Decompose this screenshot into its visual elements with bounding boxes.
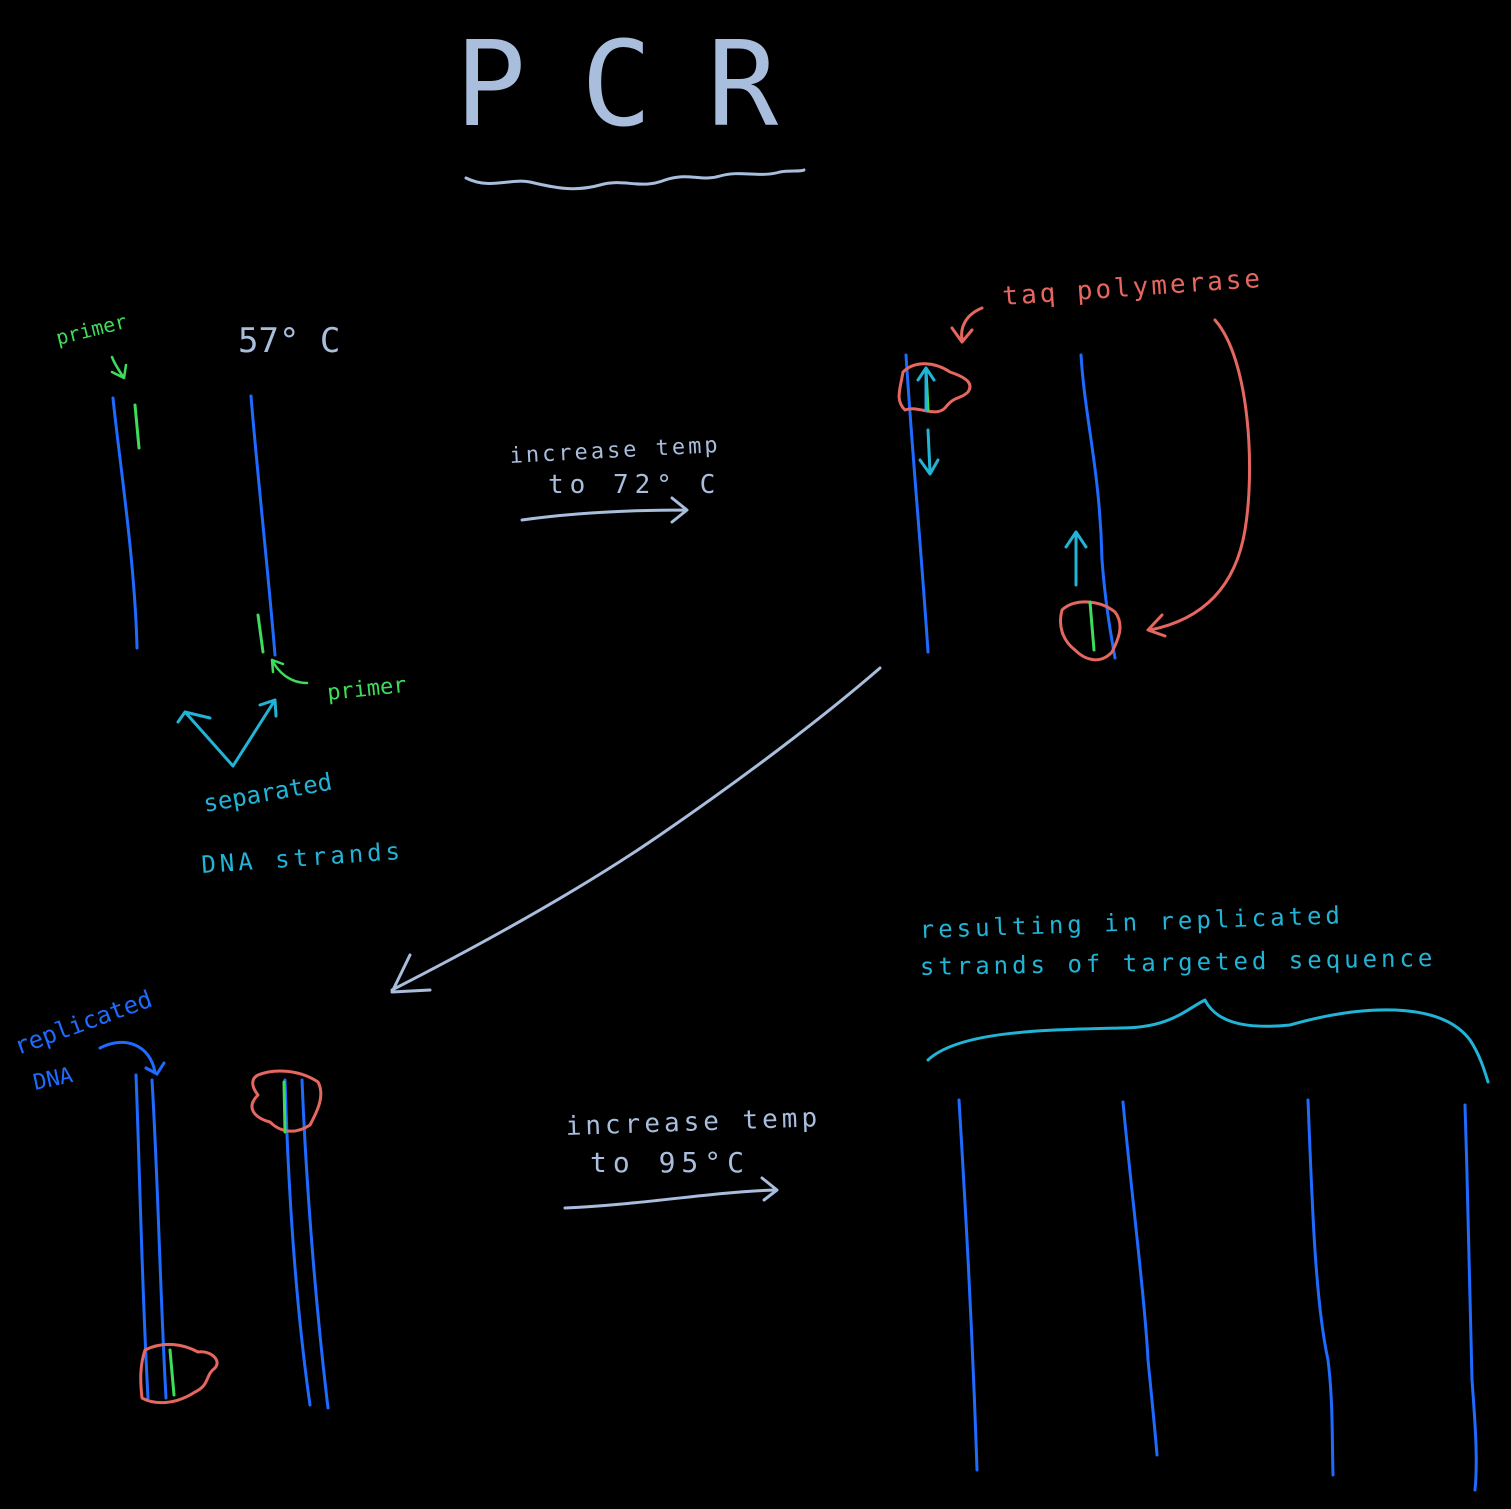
to-72-label: to 72° C (548, 470, 721, 500)
replicated-strand-left-a (134, 1073, 150, 1400)
polymerase-arrow-top (950, 306, 984, 344)
dna-strand-right (249, 394, 277, 657)
dna-strand-left (111, 396, 139, 650)
separated-arrows (176, 698, 278, 768)
result-strand-3 (1306, 1098, 1335, 1477)
taq-polymerase-bottom (1059, 600, 1122, 662)
primer-arrow-bottom (270, 658, 309, 685)
polymerase-arrow-right (1146, 318, 1252, 638)
separated-label: separated (201, 768, 334, 818)
taq-polymerase-label: taq polymerase (1001, 264, 1264, 312)
primer-bottom (256, 613, 265, 654)
result-strand-4 (1463, 1103, 1478, 1492)
dna-strand-step2-left (904, 353, 930, 654)
arrow-step1-to-step2 (520, 496, 689, 524)
arrow-step3-to-step4 (563, 1176, 779, 1210)
temperature-57: 57° C (238, 321, 340, 361)
taq-polymerase-step3-bottom (139, 1342, 219, 1405)
replicated-strand-right-b (300, 1078, 330, 1410)
primer-step3-left (168, 1348, 176, 1397)
result-strand-1 (957, 1098, 979, 1472)
to-95-label: to 95°C (590, 1146, 750, 1179)
extension-arrow-up-top (916, 366, 936, 412)
primer-label-bottom: primer (326, 673, 408, 706)
replicated-strand-left-b (150, 1078, 168, 1400)
primer-top (133, 403, 141, 450)
increase-temp-label-1: increase temp (509, 433, 721, 469)
result-label-line2: strands of targeted sequence (920, 944, 1437, 981)
dna-label: DNA (31, 1063, 75, 1096)
primer-arrow-top (110, 355, 128, 380)
extension-arrow-up (1064, 530, 1088, 587)
result-brace (926, 998, 1490, 1084)
taq-polymerase-top (897, 362, 972, 414)
title-underline (464, 168, 806, 191)
replicated-arrow (98, 1040, 166, 1076)
replicated-strand-right-a (283, 1078, 312, 1407)
primer-label-top: primer (53, 309, 129, 350)
primer-step3-right (282, 1080, 287, 1134)
title: PCR (455, 15, 833, 153)
result-label-line1: resulting in replicated (919, 901, 1344, 944)
taq-polymerase-step3-top (250, 1069, 323, 1133)
increase-temp-label-2: increase temp (565, 1103, 821, 1142)
primer-step2-bottom (1088, 600, 1096, 652)
dna-strands-label: DNA strands (200, 837, 404, 879)
arrow-step2-to-step3 (390, 666, 882, 994)
result-strand-2 (1121, 1100, 1159, 1457)
extension-arrow-down (918, 428, 940, 476)
replicated-label: replicated (10, 985, 155, 1061)
dna-strand-step2-right (1079, 353, 1117, 660)
